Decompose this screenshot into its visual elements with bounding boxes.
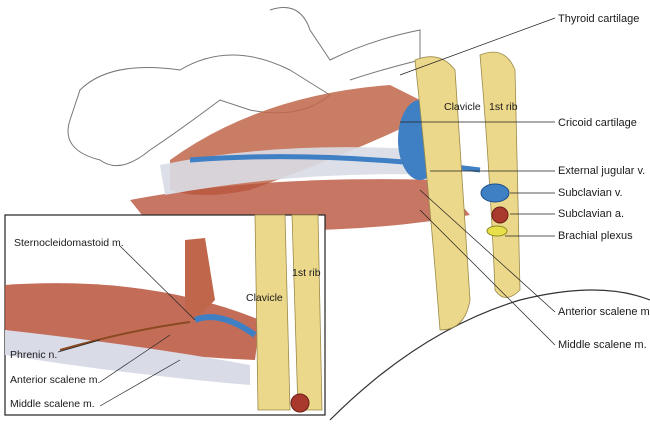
inset-phrenic-nerve <box>59 321 191 351</box>
inset-vein <box>193 314 257 338</box>
subclavian-vein <box>480 183 510 203</box>
leader-lines <box>399 17 556 346</box>
inset-sternocleidomastoid <box>185 238 215 320</box>
clavicle-bone <box>414 56 471 331</box>
inset-label-anterior-scalene: Anterior scalene m. <box>10 374 101 386</box>
inset-clavicle-bone <box>254 214 291 411</box>
inset-label-middle-scalene: Middle scalene m. <box>10 398 95 410</box>
label-cricoid-cartilage: Cricoid cartilage <box>558 117 637 129</box>
inset-label-phrenic-nerve: Phrenic n. <box>10 349 58 361</box>
label-anterior-scalene: Anterior scalene m. <box>558 306 650 318</box>
first-rib-bone <box>479 51 521 298</box>
label-middle-scalene: Middle scalene m. <box>558 339 647 351</box>
shoulder-outline <box>329 289 650 421</box>
inset-label-clavicle: Clavicle <box>246 292 283 304</box>
inset-leader-lines <box>57 245 196 407</box>
label-brachial-plexus: Brachial plexus <box>558 230 633 242</box>
label-subclavian-vein: Subclavian v. <box>558 187 623 199</box>
hand-outline <box>269 7 421 81</box>
brachial-plexus <box>486 225 508 237</box>
inset-artery <box>290 393 310 413</box>
subclavian-artery <box>491 206 509 224</box>
label-first-rib: 1st rib <box>489 101 518 113</box>
label-external-jugular: External jugular v. <box>558 165 646 177</box>
inset-first-rib-bone <box>291 214 323 411</box>
inset-fascia <box>5 330 250 385</box>
head-outline <box>67 54 331 167</box>
inset-label-sternocleidomastoid: Sternocleidomastoid m. <box>14 237 124 249</box>
label-clavicle: Clavicle <box>444 101 481 113</box>
label-subclavian-artery: Subclavian a. <box>558 208 625 220</box>
inset-label-first-rib: 1st rib <box>292 267 321 279</box>
label-thyroid-cartilage: Thyroid cartilage <box>558 13 640 25</box>
